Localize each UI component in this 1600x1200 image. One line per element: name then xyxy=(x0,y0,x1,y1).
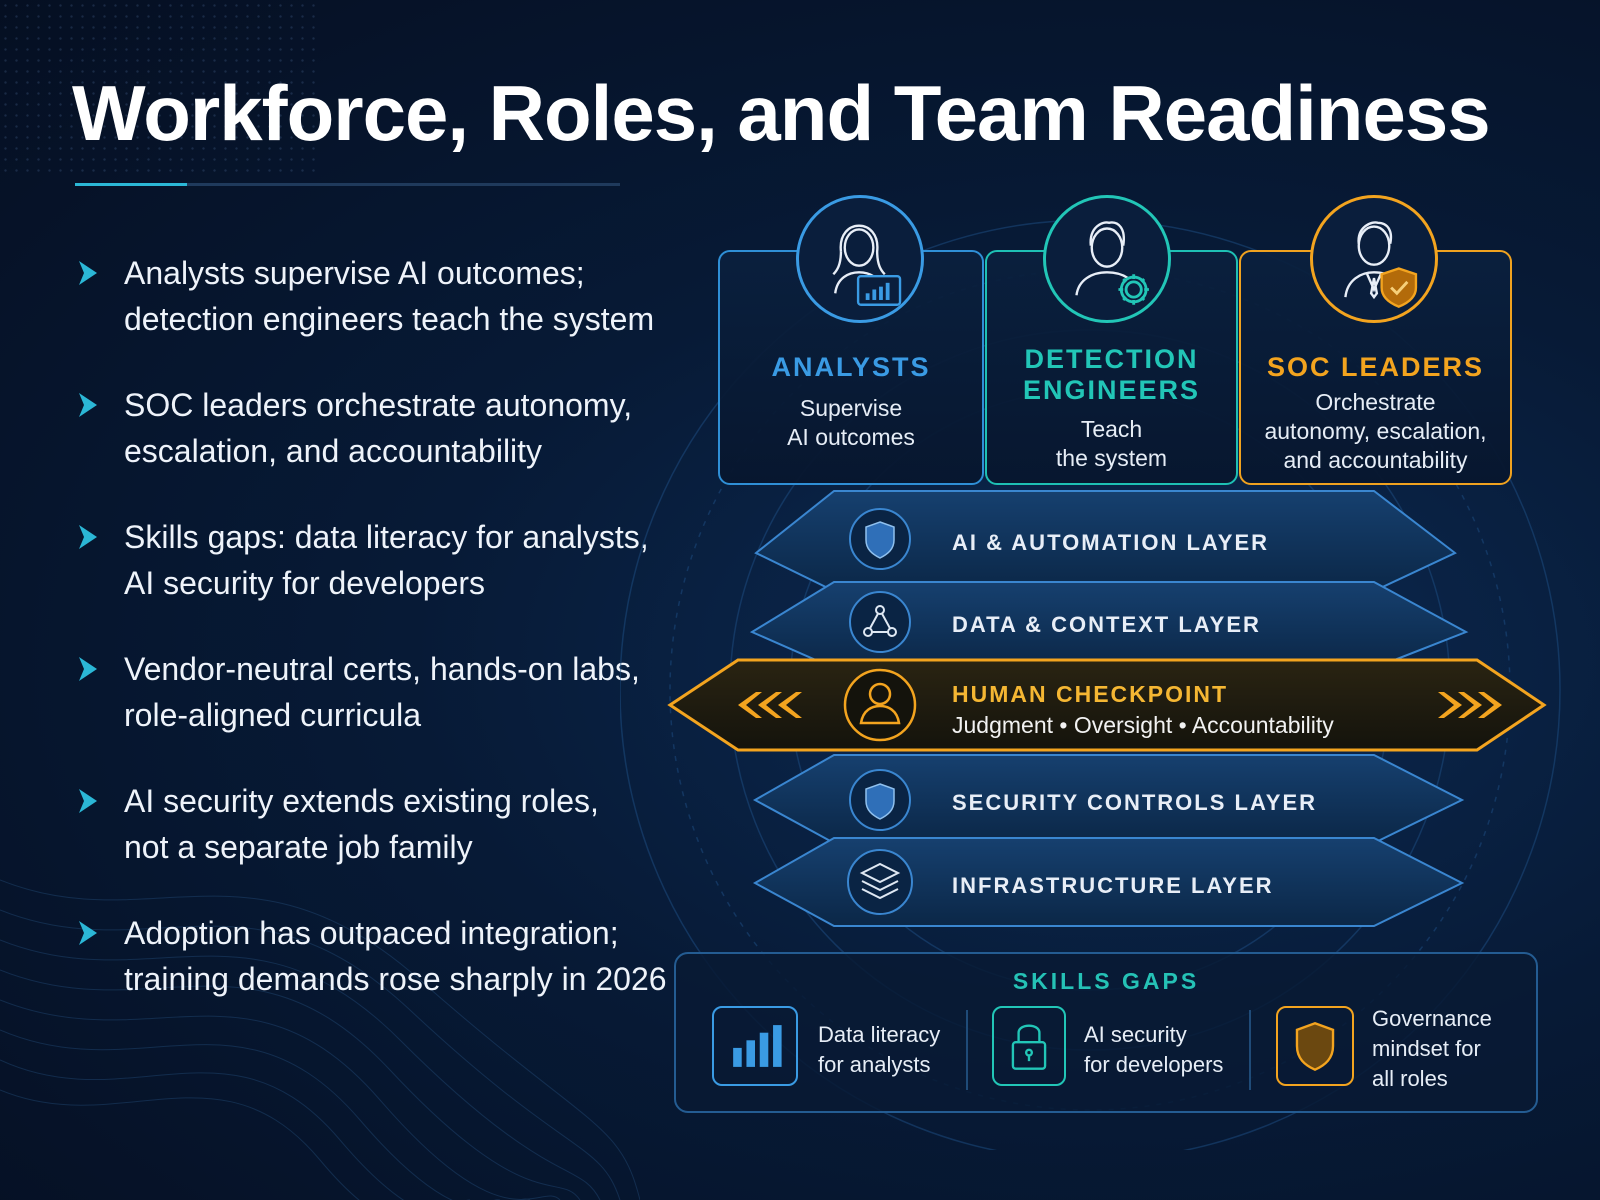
bullet-line: Analysts supervise AI outcomes; xyxy=(124,255,585,291)
layers-stack-icon xyxy=(847,849,913,915)
bullet-line: SOC leaders orchestrate autonomy, xyxy=(124,387,633,423)
role-desc: and accountability xyxy=(1283,447,1468,473)
bar-chart-icon xyxy=(712,1006,798,1086)
chevron-right-icon xyxy=(79,525,97,549)
bullet-line: AI security for developers xyxy=(124,565,486,601)
engineer-avatar-icon xyxy=(1043,195,1171,323)
bullet-item: Analysts supervise AI outcomes; detectio… xyxy=(75,250,675,342)
role-name: SOC LEADERS xyxy=(1266,352,1485,382)
chevron-right-icon xyxy=(79,789,97,813)
wave-pattern xyxy=(0,879,640,1200)
role-desc: Supervise xyxy=(799,395,903,421)
bullet-list: Analysts supervise AI outcomes; detectio… xyxy=(75,250,675,1002)
role-desc: Teach xyxy=(1080,416,1143,442)
analyst-avatar-icon xyxy=(796,195,924,323)
bullet-line: role-aligned curricula xyxy=(124,697,422,733)
role-card-detection-engineers: DETECTION ENGINEERS Teach the system xyxy=(985,250,1238,485)
skill-text: Data literacy for analysts xyxy=(818,1022,941,1077)
role-desc: AI outcomes xyxy=(787,424,915,450)
bullet-item: Vendor-neutral certs, hands-on labs, rol… xyxy=(75,646,675,738)
divider xyxy=(1249,1010,1251,1090)
role-desc: the system xyxy=(1055,445,1168,471)
layer-label-infrastructure: INFRASTRUCTURE LAYER xyxy=(952,873,1274,898)
dot-pattern xyxy=(0,0,320,180)
bullet-line: escalation, and accountability xyxy=(124,433,543,469)
network-nodes-icon xyxy=(849,591,911,653)
layer-label-ai: AI & AUTOMATION LAYER xyxy=(952,530,1270,555)
security-shield-icon xyxy=(849,769,911,831)
skill-text: AI security for developers xyxy=(1084,1022,1224,1077)
bullet-line: detection engineers teach the system xyxy=(124,301,655,337)
right-chevrons-icon xyxy=(1438,692,1502,718)
page-title: Workforce, Roles, and Team Readiness xyxy=(72,69,1491,157)
bullet-line: training demands rose sharply in 2026 xyxy=(124,961,667,997)
bullet-line: AI security extends existing roles, xyxy=(124,783,599,819)
role-name: DETECTION xyxy=(1024,344,1199,374)
skills-gaps-panel: SKILLS GAPS Data literacy for analysts A… xyxy=(674,952,1538,1113)
bullet-item: Adoption has outpaced integration; train… xyxy=(75,910,675,1002)
role-name: ENGINEERS xyxy=(1022,375,1201,405)
chevron-right-icon xyxy=(79,921,97,945)
layer-label-data: DATA & CONTEXT LAYER xyxy=(952,612,1261,637)
chevron-right-icon xyxy=(79,657,97,681)
bullet-item: SOC leaders orchestrate autonomy, escala… xyxy=(75,382,675,474)
bullet-line: Skills gaps: data literacy for analysts, xyxy=(124,519,649,555)
chevron-right-icon xyxy=(79,261,97,285)
human-checkpoint-title: HUMAN CHECKPOINT xyxy=(952,681,1229,707)
chevron-right-icon xyxy=(79,393,97,417)
ai-shield-icon xyxy=(849,508,911,570)
shield-icon xyxy=(1276,1006,1354,1086)
bullet-line: not a separate job family xyxy=(124,829,473,865)
person-icon xyxy=(843,668,917,742)
skill-text: Governance mindset for all roles xyxy=(1372,1006,1492,1091)
lock-icon xyxy=(992,1006,1066,1086)
skills-gaps-title: SKILLS GAPS xyxy=(1012,968,1200,994)
role-desc: autonomy, escalation, xyxy=(1264,418,1487,444)
role-name: ANALYSTS xyxy=(771,352,931,382)
leader-avatar-icon xyxy=(1310,195,1438,323)
title-underline xyxy=(75,183,620,186)
bullet-item: AI security extends existing roles, not … xyxy=(75,778,675,870)
layer-label-security: SECURITY CONTROLS LAYER xyxy=(952,790,1318,815)
infrastructure-layer xyxy=(752,837,1465,927)
bullet-item: Skills gaps: data literacy for analysts,… xyxy=(75,514,675,606)
bullet-line: Vendor-neutral certs, hands-on labs, xyxy=(124,651,640,687)
left-chevrons-icon xyxy=(738,692,802,718)
bullet-line: Adoption has outpaced integration; xyxy=(124,915,619,951)
role-desc: Orchestrate xyxy=(1315,389,1436,415)
human-checkpoint-subtitle: Judgment • Oversight • Accountability xyxy=(952,712,1334,738)
divider xyxy=(966,1010,968,1090)
